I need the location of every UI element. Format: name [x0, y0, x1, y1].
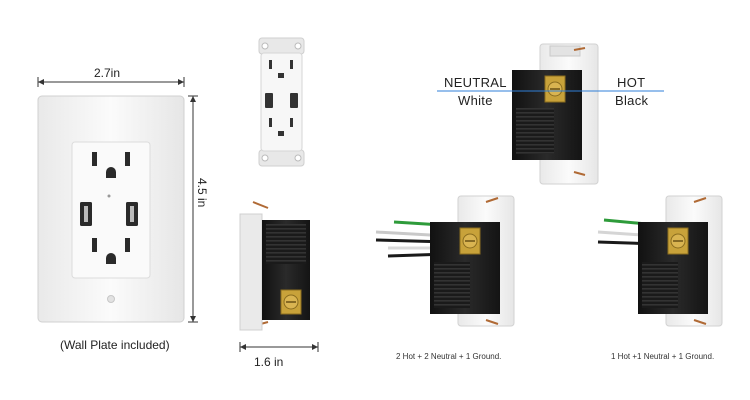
plate-screw	[107, 295, 115, 303]
hot-label: HOT	[617, 75, 646, 90]
neutral-label: NEUTRAL	[444, 75, 507, 90]
wall-plate-note: (Wall Plate included)	[60, 338, 170, 352]
width-label: 2.7in	[94, 66, 121, 80]
side-plate	[239, 213, 263, 331]
ground-hole-upper	[106, 167, 116, 178]
small-front-view-outlet	[258, 37, 305, 167]
wiring-config-2hot-2neutral	[375, 195, 515, 327]
receptacle-face	[71, 141, 151, 279]
wiring-top-view	[437, 43, 664, 185]
slot-neutral-upper	[92, 152, 97, 166]
slot-hot-lower	[125, 238, 130, 252]
neutral-color-label: White	[458, 93, 493, 108]
wiring-config-1hot-1neutral	[597, 195, 723, 327]
ground-hole-lower	[106, 253, 116, 264]
config-b-caption: 1 Hot +1 Neutral + 1 Ground.	[611, 352, 715, 361]
config-a-caption: 2 Hot + 2 Neutral + 1 Ground.	[396, 352, 502, 361]
depth-dimension-line	[239, 342, 319, 352]
small-usb-right	[290, 93, 298, 108]
hot-color-label: Black	[615, 93, 649, 108]
side-view-outlet	[239, 201, 310, 331]
height-dimension-line	[188, 95, 198, 323]
indicator-dot	[107, 194, 111, 198]
slot-hot-upper	[125, 152, 130, 166]
small-usb-left	[265, 93, 273, 108]
front-view-outlet	[37, 95, 185, 323]
depth-label: 1.6 in	[254, 355, 284, 369]
height-label: 4.5 in	[195, 178, 209, 208]
slot-neutral-lower	[92, 238, 97, 252]
width-dimension-line	[37, 77, 185, 87]
